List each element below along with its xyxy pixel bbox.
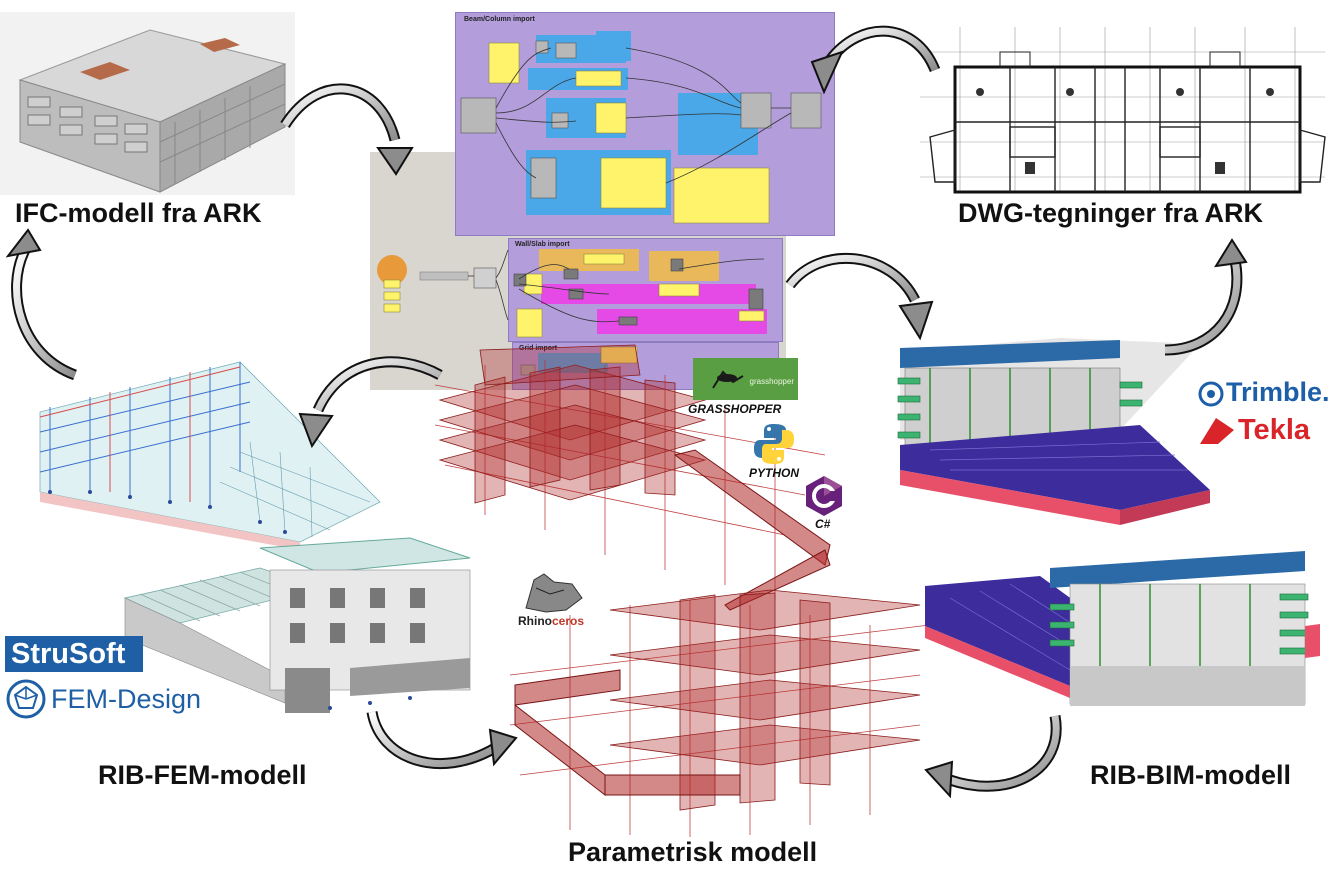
- ifc-model-label: IFC-modell fra ARK: [15, 198, 262, 228]
- strusoft-logo: StruSoft: [5, 636, 143, 672]
- arrow-grasshopper-to-tekla: [785, 252, 934, 341]
- ifc-model-image: [0, 12, 295, 195]
- tekla-bim-model-bottom: [920, 546, 1325, 714]
- grasshopper-input-cluster: [370, 240, 509, 321]
- python-caption: PYTHON: [749, 466, 800, 480]
- rib-fem-label: RIB-FEM-modell: [98, 760, 307, 790]
- trimble-logo: Trimble.: [1196, 377, 1331, 411]
- parametric-model-bottom: [509, 575, 931, 843]
- wall-slab-group-title: Wall/Slab import: [515, 241, 570, 248]
- parametric-model-label: Parametrisk modell: [568, 837, 818, 867]
- beam-column-group: Beam/Column import: [455, 12, 835, 236]
- csharp-caption: C#: [815, 517, 831, 531]
- dwg-drawing-label: DWG-tegninger fra ARK: [958, 198, 1263, 228]
- rib-bim-label: RIB-BIM-modell: [1090, 760, 1291, 790]
- femdesign-logo: FEM-Design: [5, 678, 220, 722]
- trimble-text: Trimble.: [1226, 377, 1330, 407]
- tekla-text: Tekla: [1238, 414, 1311, 446]
- femdesign-text: FEM-Design: [51, 684, 202, 714]
- tekla-logo: Tekla: [1198, 414, 1333, 450]
- beam-column-group-title: Beam/Column import: [464, 16, 535, 23]
- arrow-bim-to-parametric: [924, 715, 1062, 799]
- rhino-logo: Rhinoceros: [516, 570, 588, 630]
- fem-model-top: [30, 352, 395, 552]
- rhino-text-part2: ceros: [552, 614, 585, 628]
- rhino-text-part1: Rhino: [518, 614, 552, 628]
- fem-model-bottom: [120, 528, 475, 723]
- dwg-drawing-image: [910, 22, 1335, 197]
- grasshopper-logo: grasshopper: [693, 358, 798, 400]
- strusoft-text: StruSoft: [11, 638, 126, 670]
- grasshopper-logo-text: grasshopper: [749, 377, 794, 386]
- parametric-model-top: [425, 344, 835, 611]
- python-icon: [752, 422, 796, 466]
- grasshopper-caption: GRASSHOPPER: [688, 402, 782, 416]
- csharp-icon: [802, 474, 846, 518]
- wall-slab-group: Wall/Slab import: [508, 238, 783, 342]
- tekla-bim-model-top: [870, 330, 1222, 525]
